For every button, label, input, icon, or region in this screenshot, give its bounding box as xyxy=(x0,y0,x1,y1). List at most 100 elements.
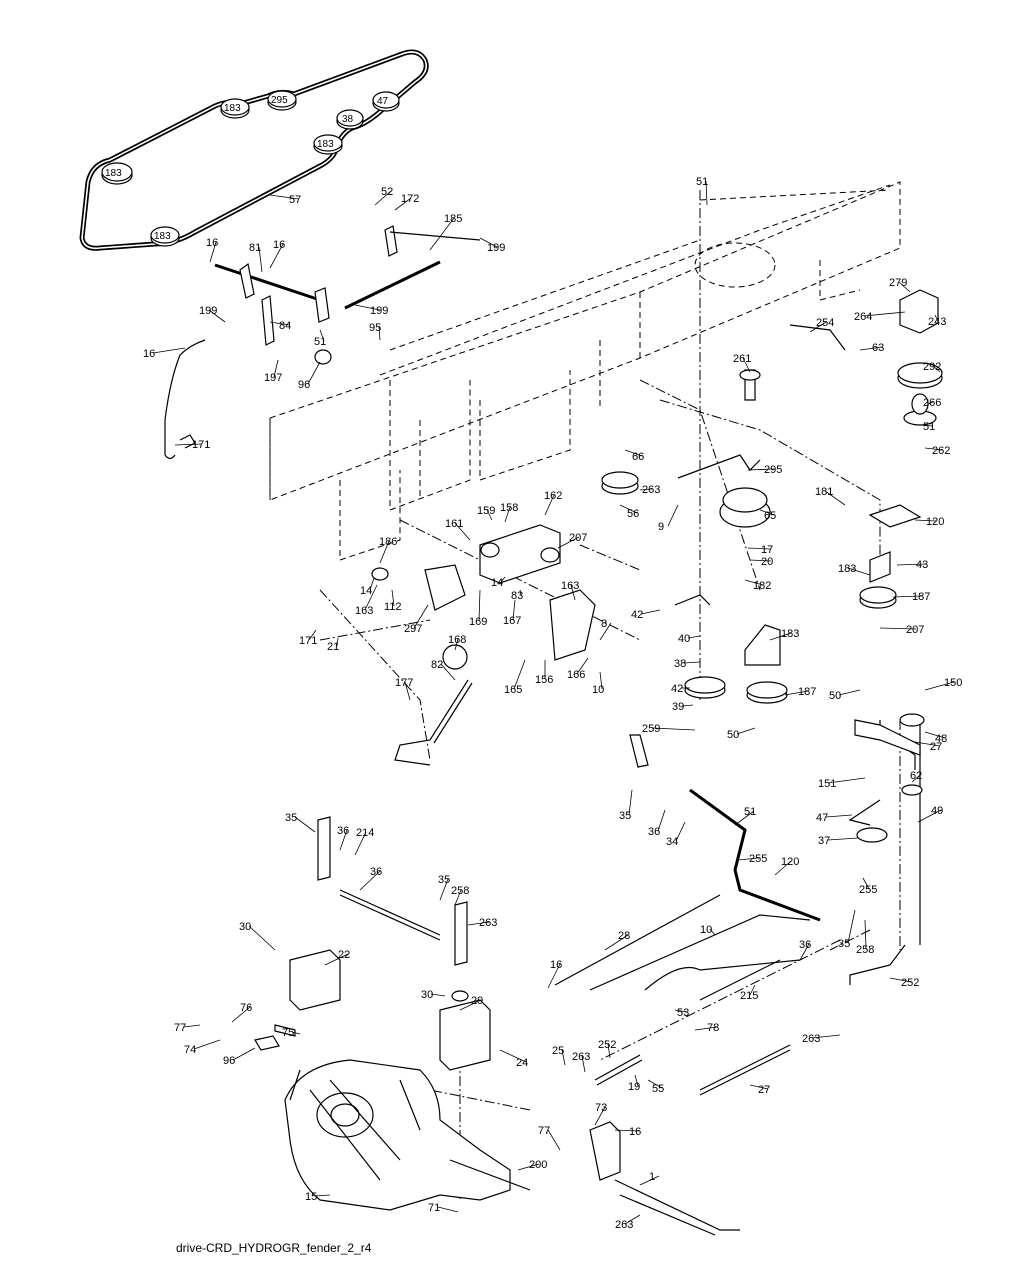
part-number-label: 30 xyxy=(239,921,251,933)
callout-leader xyxy=(624,449,643,457)
callout-leader xyxy=(269,243,284,269)
part-number-label: 165 xyxy=(504,684,522,696)
part-number-label: 207 xyxy=(906,624,924,636)
callout-leader xyxy=(152,347,186,354)
part-number-label: 36 xyxy=(337,825,349,837)
part-number-label: 96 xyxy=(298,379,310,391)
part-number-label: 78 xyxy=(707,1022,719,1034)
callout-leader xyxy=(544,494,555,516)
callout-leader xyxy=(634,1074,639,1087)
callout-leader xyxy=(499,1049,527,1063)
center-bracket-assembly xyxy=(371,524,788,704)
callout-leader xyxy=(404,681,411,701)
callout-leader xyxy=(859,346,883,351)
callout-leader xyxy=(827,777,866,784)
part-number-label: 21 xyxy=(327,641,339,653)
callout-leader xyxy=(747,547,772,550)
callout-leader xyxy=(273,359,279,378)
part-number-label: 199 xyxy=(370,305,388,317)
part-number-label: 16 xyxy=(143,348,155,360)
part-number-label: 158 xyxy=(500,502,518,514)
part-number-label: 27 xyxy=(758,1084,770,1096)
svg-text:183: 183 xyxy=(154,231,171,242)
callout-leader xyxy=(774,860,792,876)
part-number-label: 51 xyxy=(923,421,935,433)
callout-leader xyxy=(486,509,493,521)
svg-text:183: 183 xyxy=(105,168,122,179)
callout-leader xyxy=(628,789,633,816)
part-number-label: 266 xyxy=(923,397,941,409)
belt-pulley-47: 47 xyxy=(372,91,400,112)
callout-leader xyxy=(737,857,760,861)
hydro-transmission xyxy=(254,1024,531,1211)
part-number-label: 51 xyxy=(744,806,756,818)
callout-leader xyxy=(519,589,522,596)
callout-leader xyxy=(454,889,462,906)
callout-leader xyxy=(599,671,603,690)
callout-leader xyxy=(336,637,339,647)
part-number-label: 35 xyxy=(838,938,850,950)
callout-leader xyxy=(394,197,412,211)
callout-leader xyxy=(354,304,381,311)
callout-leader xyxy=(744,579,764,586)
callout-leader xyxy=(512,599,516,621)
callout-leader xyxy=(547,963,561,989)
part-number-label: 263 xyxy=(642,484,660,496)
part-number-label: 22 xyxy=(338,949,350,961)
part-number-label: 81 xyxy=(249,242,261,254)
part-number-label: 51 xyxy=(314,336,326,348)
part-number-label: 171 xyxy=(299,635,317,647)
part-number-label: 120 xyxy=(926,516,944,528)
part-number-label: 200 xyxy=(529,1159,547,1171)
callout-leader xyxy=(825,814,853,818)
part-number-label: 187 xyxy=(798,686,816,698)
part-number-label: 10 xyxy=(592,684,604,696)
part-number-label: 96 xyxy=(223,1055,235,1067)
callout-leader xyxy=(683,661,701,664)
callout-leader xyxy=(799,943,810,961)
belt-pulley-38: 38 xyxy=(336,109,364,130)
part-number-label: 261 xyxy=(733,353,751,365)
part-number-label: 297 xyxy=(404,623,422,635)
callout-leader xyxy=(319,329,325,342)
part-number-label: 151 xyxy=(818,778,836,790)
callout-leader xyxy=(614,1129,640,1132)
callout-leader xyxy=(479,237,498,248)
part-number-label: 150 xyxy=(944,677,962,689)
svg-text:183: 183 xyxy=(224,103,241,114)
callout-leader xyxy=(517,1163,540,1171)
part-number-label: 36 xyxy=(799,939,811,951)
belt-pulley-183-left: 183 xyxy=(101,162,133,185)
callout-leader xyxy=(734,810,755,826)
callout-leader xyxy=(308,629,317,641)
callout-leader xyxy=(811,1034,841,1039)
part-number-label: 171 xyxy=(192,439,210,451)
callout-leader xyxy=(599,622,612,641)
callout-leader xyxy=(364,584,378,611)
part-number-label: 37 xyxy=(818,835,830,847)
part-number-label: 34 xyxy=(666,836,678,848)
callout-leader xyxy=(863,311,906,317)
part-number-label: 71 xyxy=(428,1202,440,1214)
part-number-label: 35 xyxy=(619,810,631,822)
callout-leader xyxy=(454,638,459,651)
callout-leader xyxy=(639,488,653,491)
callout-leader xyxy=(314,1194,331,1197)
part-number-label: 36 xyxy=(370,866,382,878)
callout-leader xyxy=(430,993,446,997)
belt-pulley-295: 295 xyxy=(267,90,297,111)
part-number-label: 14 xyxy=(360,585,372,597)
part-number-label: 183 xyxy=(838,563,856,575)
callout-leader xyxy=(911,774,921,783)
callout-leader xyxy=(759,509,775,516)
part-number-label: 30 xyxy=(421,989,433,1001)
callout-leader xyxy=(749,1084,769,1090)
part-number-label: 16 xyxy=(629,1126,641,1138)
spring-55 xyxy=(699,1044,791,1096)
callout-leader xyxy=(924,681,955,691)
shift-lever xyxy=(394,679,473,766)
part-number-label: 10 xyxy=(700,924,712,936)
callout-leader xyxy=(354,831,367,856)
